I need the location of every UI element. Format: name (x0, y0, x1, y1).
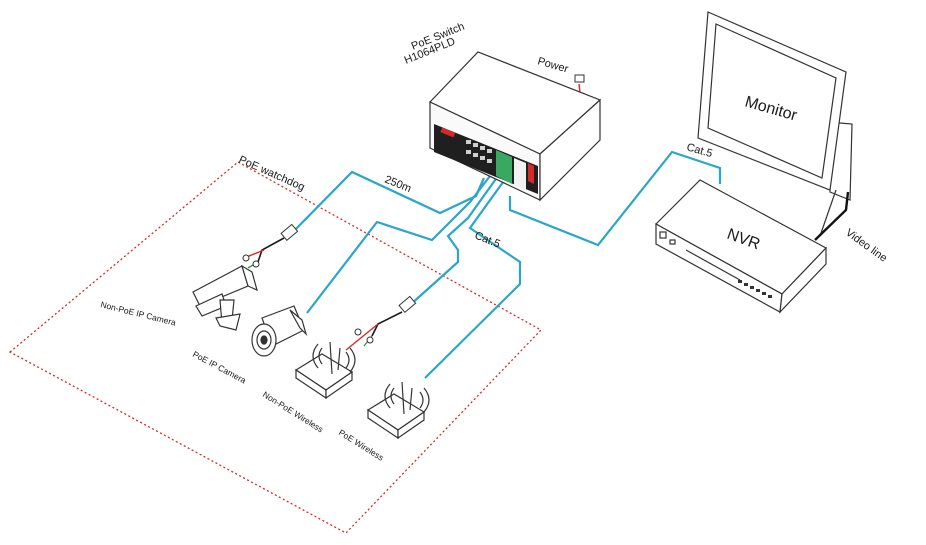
video-line-cable (814, 191, 850, 241)
watchdog-label: PoE watchdog (237, 154, 307, 194)
non-poe-wireless (294, 341, 356, 400)
device-label-poe-wireless: PoE Wireless (337, 427, 386, 463)
cat5-cables (290, 150, 722, 379)
poe-ip-camera (251, 305, 308, 357)
monitor (697, 11, 853, 237)
non-poe-ip-camera (192, 264, 258, 331)
cable-switch-to-poe-wireless (424, 177, 522, 379)
cable-switch-to-poe-camera (306, 175, 491, 314)
power-label: Power (536, 55, 570, 75)
device-label-non-poe-camera: Non-PoE IP Camera (100, 299, 178, 327)
power-plug (574, 74, 585, 83)
poe-switch (428, 51, 602, 202)
nvr (655, 179, 827, 314)
watchdog-adapter-wireless (345, 295, 417, 351)
cable-switch-to-watchdog-wireless (409, 175, 499, 306)
distance-label: 250m (383, 174, 413, 195)
device-label-poe-camera: PoE IP Camera (191, 349, 248, 386)
watchdog-adapter-camera (242, 223, 299, 269)
video-line-label: Video line (843, 227, 889, 265)
cat5-wireless-label: Cat.5 (473, 230, 502, 251)
device-label-non-poe-wireless: Non-PoE Wireless (261, 389, 325, 434)
poe-wireless (366, 381, 430, 440)
watchdog-zone (8, 161, 543, 534)
cable-switch-to-nvr (508, 150, 722, 247)
